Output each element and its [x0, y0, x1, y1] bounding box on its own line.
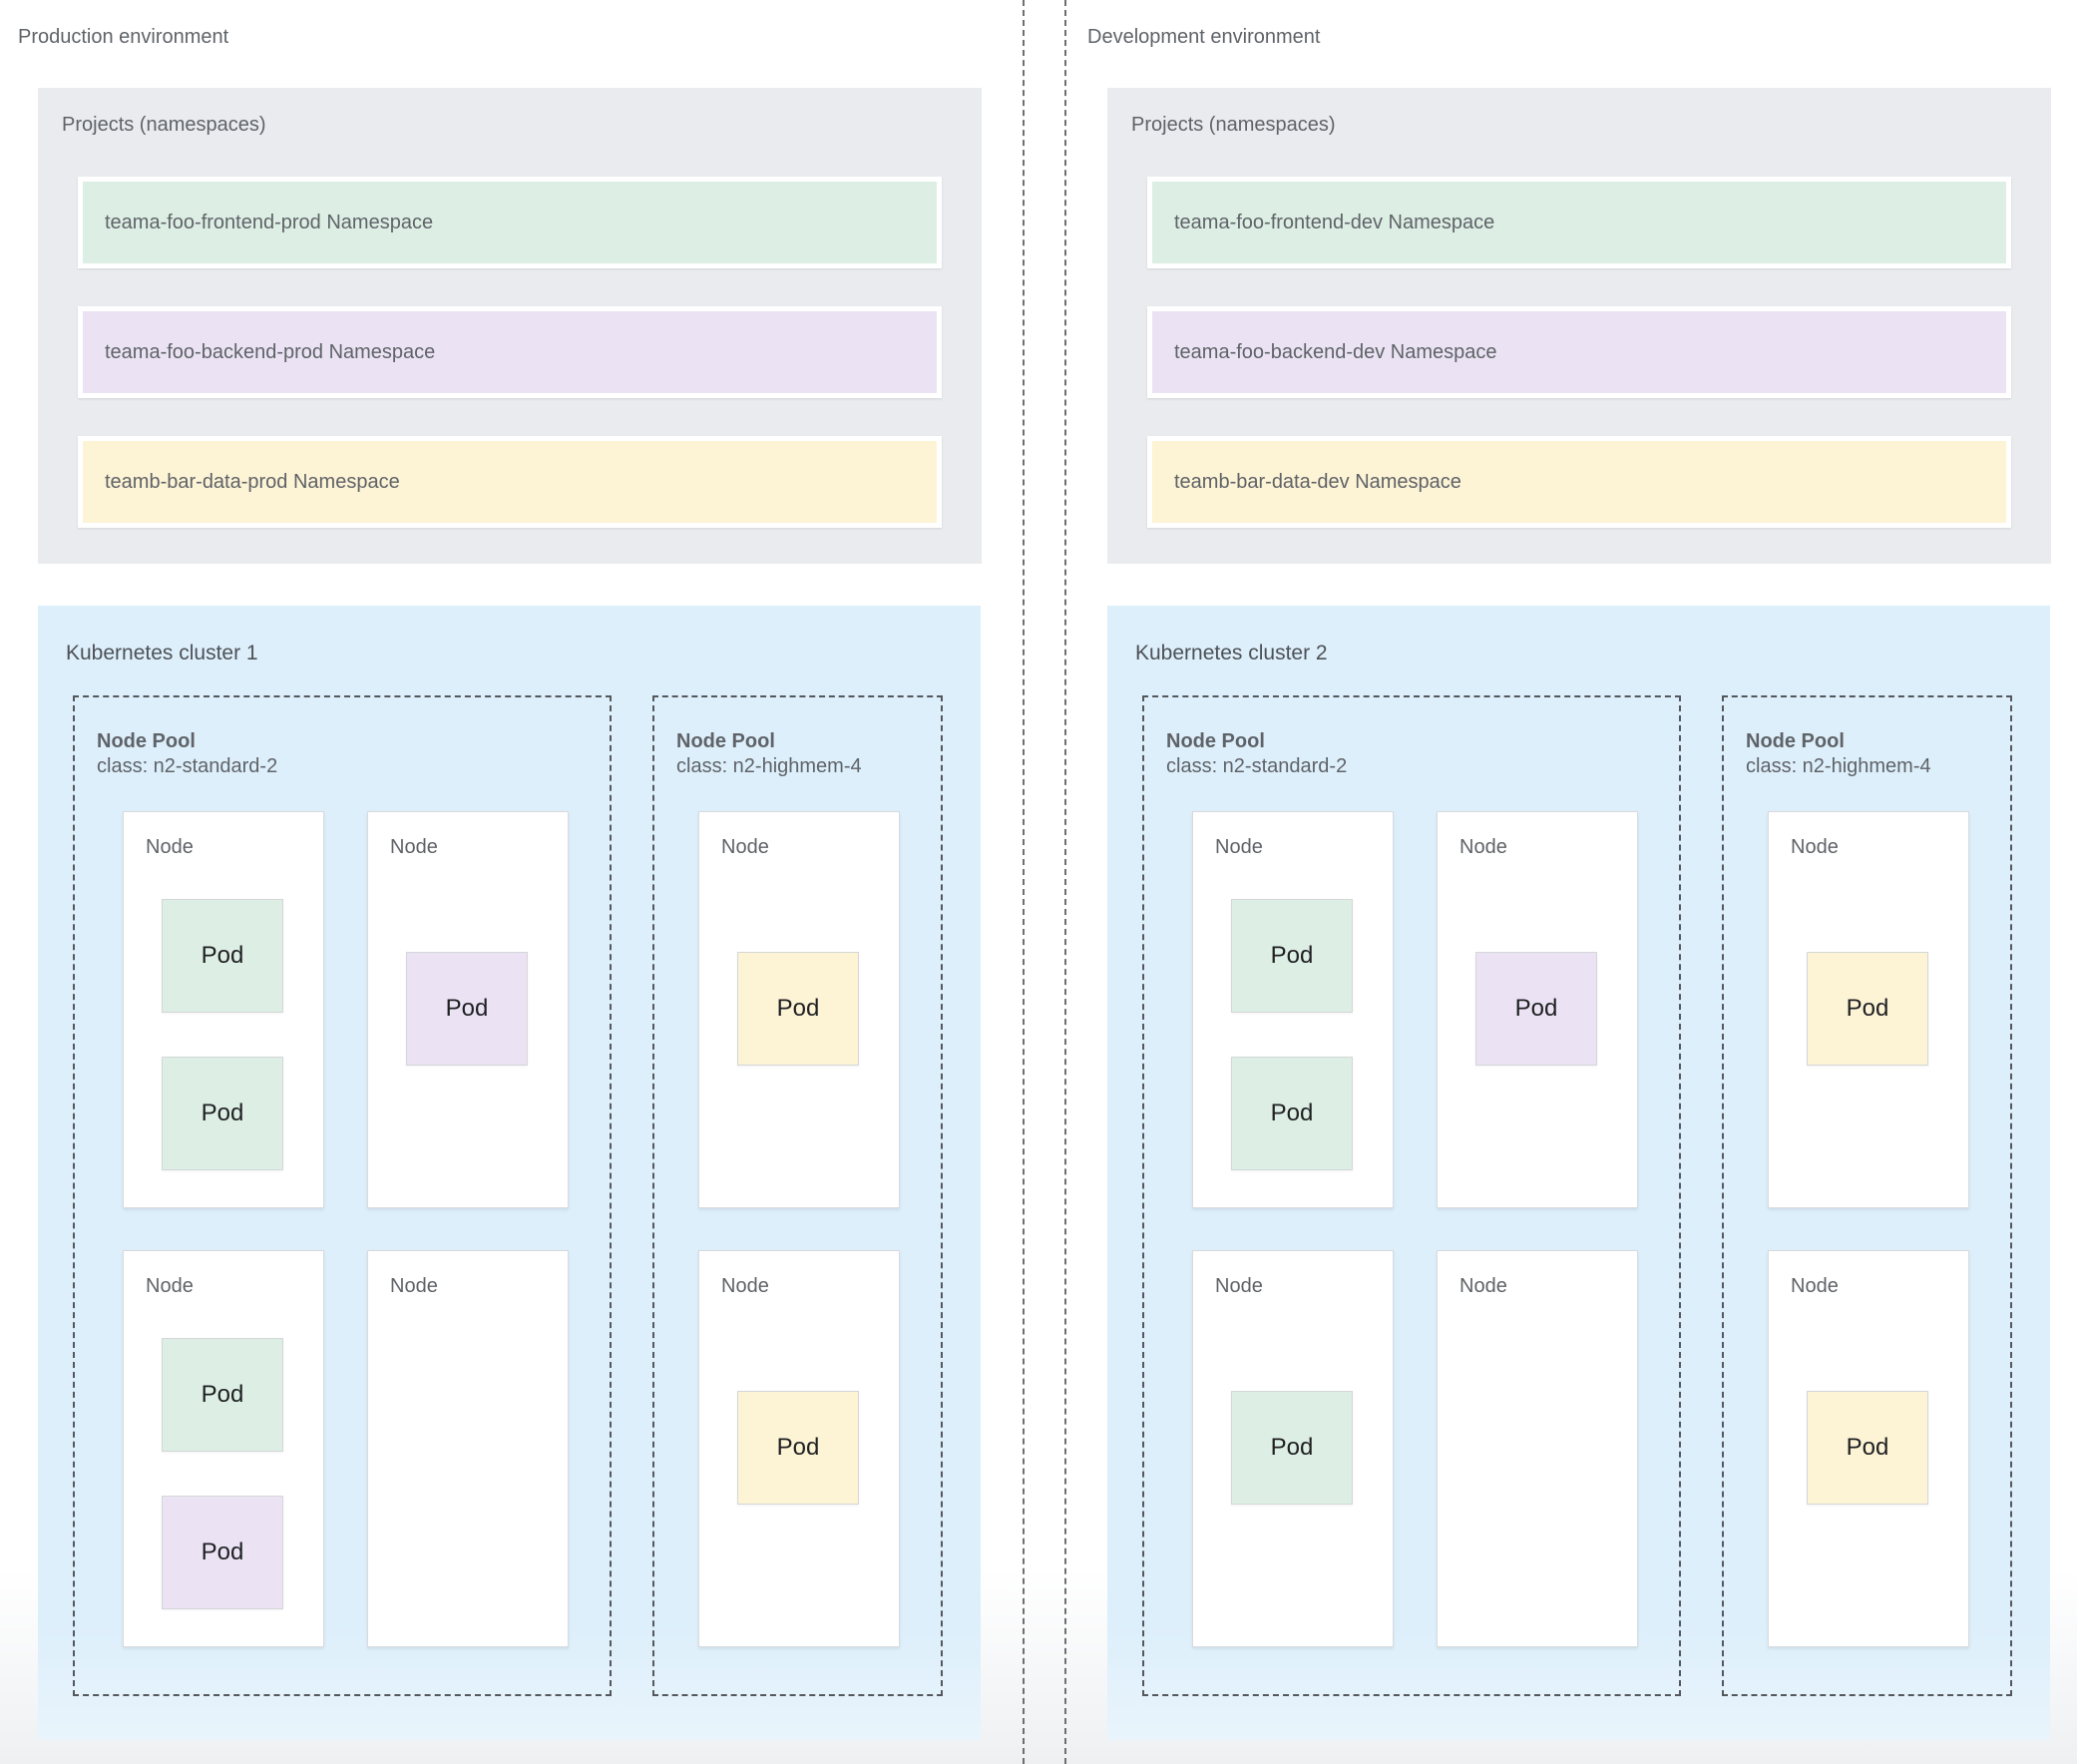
node-pool-label: Node Pool [676, 730, 775, 752]
node-label: Node [1459, 836, 1507, 858]
projects-namespaces-box: Projects (namespaces) teama-foo-frontend… [38, 88, 982, 564]
node-label: Node [146, 836, 194, 858]
node: Node Pod [1768, 811, 1969, 1208]
node-label: Node [721, 836, 769, 858]
namespace-label: teamb-bar-data-prod Namespace [83, 441, 937, 523]
cluster-title: Kubernetes cluster 2 [1135, 642, 1328, 664]
namespace-bar: teama-foo-backend-prod Namespace [78, 306, 942, 398]
cluster-title: Kubernetes cluster 1 [66, 642, 258, 664]
namespace-label: teama-foo-backend-dev Namespace [1152, 311, 2006, 393]
production-environment: Production environment Projects (namespa… [0, 0, 1008, 1764]
pod: Pod [1231, 1057, 1353, 1170]
node: Node [1437, 1250, 1638, 1647]
node-pool-label: Node Pool [1746, 730, 1845, 752]
node-pool-class: class: n2-standard-2 [1166, 755, 1348, 777]
node-pool-label: Node Pool [1166, 730, 1265, 752]
pod: Pod [1807, 1391, 1928, 1505]
namespace-label: teama-foo-frontend-prod Namespace [83, 182, 937, 263]
node-pool-header: Node Pool class: n2-standard-2 [1166, 729, 1347, 779]
pod: Pod [162, 1496, 283, 1609]
node-pool-header: Node Pool class: n2-highmem-4 [1746, 729, 1931, 779]
node: Node [367, 1250, 569, 1647]
node: Node Pod [698, 811, 900, 1208]
environment-title: Development environment [1087, 26, 1321, 48]
pod: Pod [1231, 1391, 1353, 1505]
environment-divider-line [1023, 0, 1025, 1764]
node-label: Node [1791, 836, 1839, 858]
node-pool-standard: Node Pool class: n2-standard-2 Node Pod … [1142, 695, 1681, 1696]
pod: Pod [406, 952, 528, 1066]
node-label: Node [1459, 1275, 1507, 1297]
node-label: Node [1215, 836, 1263, 858]
pod: Pod [1807, 952, 1928, 1066]
environment-divider-line [1064, 0, 1066, 1764]
node: Node Pod [698, 1250, 900, 1647]
namespace-label: teama-foo-backend-prod Namespace [83, 311, 937, 393]
node-pool-header: Node Pool class: n2-standard-2 [97, 729, 277, 779]
namespace-bar: teamb-bar-data-prod Namespace [78, 436, 942, 528]
pod: Pod [162, 1338, 283, 1452]
pod: Pod [1475, 952, 1597, 1066]
node-label: Node [1791, 1275, 1839, 1297]
projects-label: Projects (namespaces) [1131, 114, 1336, 136]
pod: Pod [162, 899, 283, 1013]
node: Node Pod [1768, 1250, 1969, 1647]
pod: Pod [737, 1391, 859, 1505]
namespace-bar: teama-foo-frontend-dev Namespace [1147, 177, 2011, 268]
node-pool-highmem: Node Pool class: n2-highmem-4 Node Pod N… [1722, 695, 2012, 1696]
projects-namespaces-box: Projects (namespaces) teama-foo-frontend… [1107, 88, 2051, 564]
node: Node Pod Pod [123, 1250, 324, 1647]
kubernetes-cluster-box: Kubernetes cluster 2 Node Pool class: n2… [1107, 606, 2050, 1740]
namespace-bar: teamb-bar-data-dev Namespace [1147, 436, 2011, 528]
node-pool-standard: Node Pool class: n2-standard-2 Node Pod … [73, 695, 612, 1696]
development-environment: Development environment Projects (namesp… [1069, 0, 2077, 1764]
namespace-bar: teama-foo-frontend-prod Namespace [78, 177, 942, 268]
environment-title: Production environment [18, 26, 229, 48]
node-label: Node [146, 1275, 194, 1297]
node-label: Node [390, 836, 438, 858]
namespace-label: teama-foo-frontend-dev Namespace [1152, 182, 2006, 263]
node: Node Pod [1437, 811, 1638, 1208]
namespace-label: teamb-bar-data-dev Namespace [1152, 441, 2006, 523]
node-label: Node [390, 1275, 438, 1297]
node-pool-highmem: Node Pool class: n2-highmem-4 Node Pod N… [652, 695, 943, 1696]
node-pool-label: Node Pool [97, 730, 196, 752]
pod: Pod [162, 1057, 283, 1170]
node-pool-header: Node Pool class: n2-highmem-4 [676, 729, 862, 779]
namespace-bar: teama-foo-backend-dev Namespace [1147, 306, 2011, 398]
pod: Pod [1231, 899, 1353, 1013]
node: Node Pod [367, 811, 569, 1208]
kubernetes-cluster-box: Kubernetes cluster 1 Node Pool class: n2… [38, 606, 981, 1740]
pod: Pod [737, 952, 859, 1066]
node: Node Pod Pod [1192, 811, 1394, 1208]
node-label: Node [1215, 1275, 1263, 1297]
node-pool-class: class: n2-highmem-4 [676, 755, 862, 777]
node-pool-class: class: n2-highmem-4 [1746, 755, 1931, 777]
node-pool-class: class: n2-standard-2 [97, 755, 278, 777]
node: Node Pod Pod [123, 811, 324, 1208]
projects-label: Projects (namespaces) [62, 114, 266, 136]
node: Node Pod [1192, 1250, 1394, 1647]
node-label: Node [721, 1275, 769, 1297]
